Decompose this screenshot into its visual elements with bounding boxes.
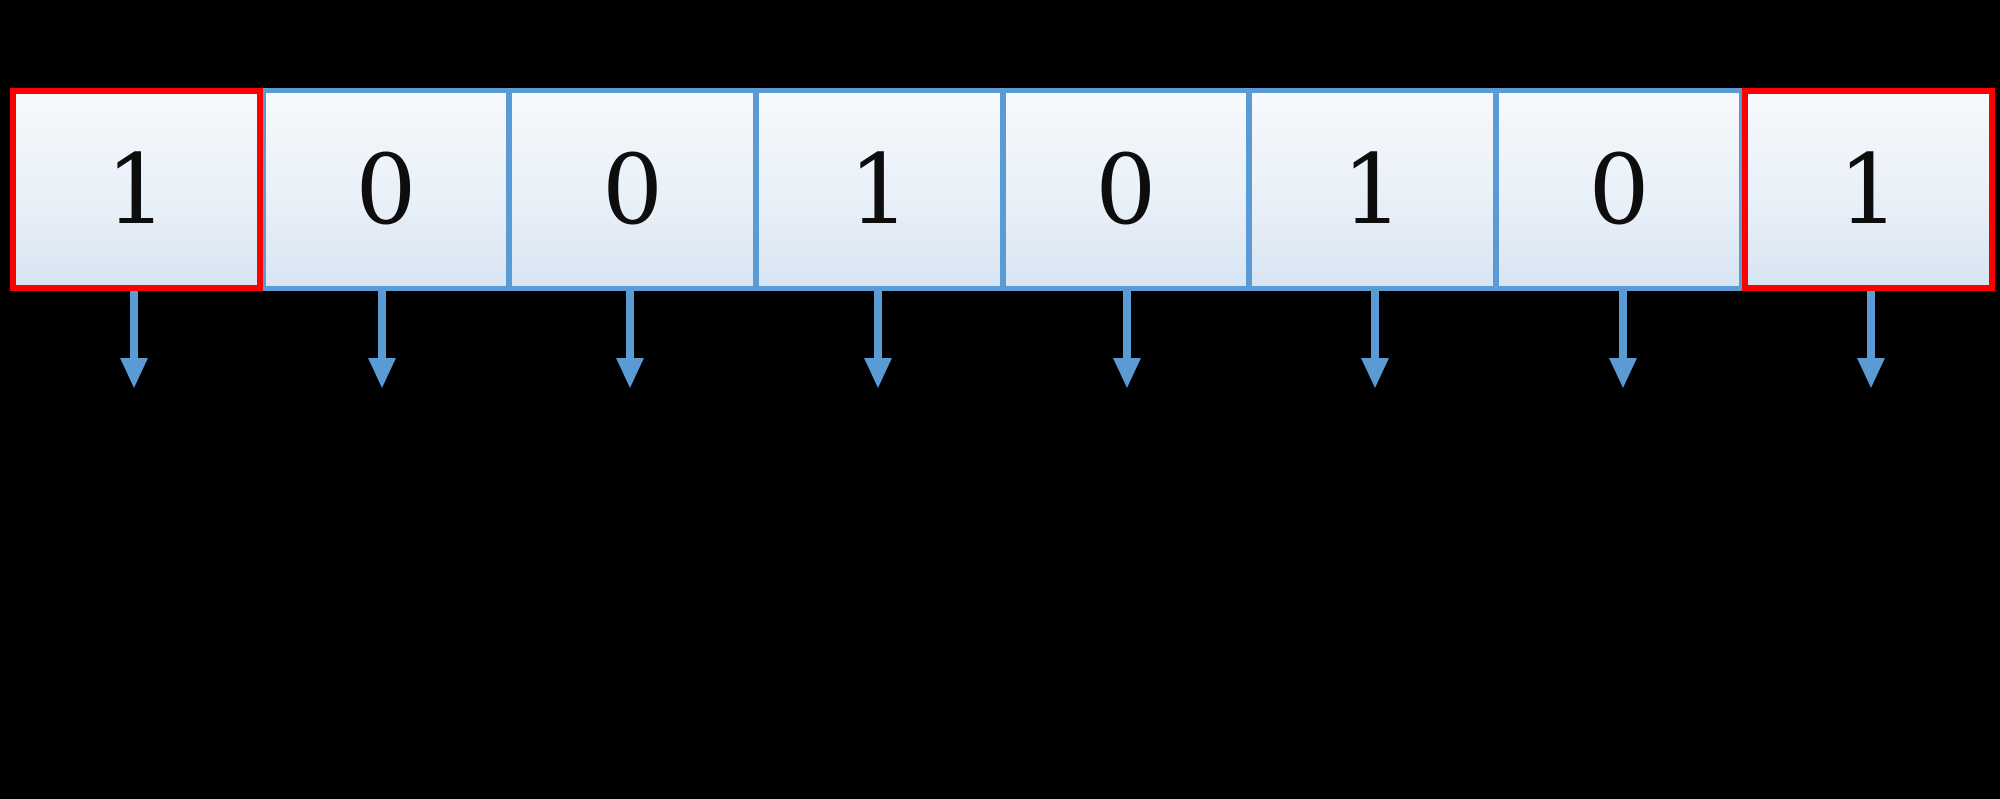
down-arrow-icon-6 <box>1608 288 1637 388</box>
arrow-slot-1 <box>258 288 506 398</box>
bit-value-7: 1 <box>1838 133 1900 246</box>
arrow-slot-4 <box>1003 288 1251 398</box>
down-arrow-icon-4 <box>1112 288 1141 388</box>
down-arrow-icon-0 <box>120 288 149 388</box>
bit-value-6: 0 <box>1588 133 1650 246</box>
arrow-slot-2 <box>506 288 754 398</box>
down-arrow-icon-5 <box>1360 288 1389 388</box>
down-arrow-icon-2 <box>616 288 645 388</box>
bit-value-2: 0 <box>602 133 664 246</box>
bit-cell-0[interactable]: 1 <box>10 88 263 291</box>
bit-row: 1 0 0 1 0 1 0 1 <box>10 88 1995 291</box>
down-arrow-icon-3 <box>864 288 893 388</box>
down-arrow-icon-1 <box>368 288 397 388</box>
bit-cell-4[interactable]: 0 <box>1002 88 1250 291</box>
arrow-slot-0 <box>10 288 258 398</box>
down-arrow-icon-7 <box>1856 288 1885 388</box>
bit-cell-3[interactable]: 1 <box>755 88 1003 291</box>
bit-value-0: 1 <box>105 133 167 246</box>
bit-cell-2[interactable]: 0 <box>509 88 756 291</box>
bit-value-3: 1 <box>848 133 910 246</box>
bit-cell-5[interactable]: 1 <box>1249 88 1496 291</box>
arrow-row <box>10 288 1995 398</box>
arrow-slot-7 <box>1747 288 1995 398</box>
arrow-slot-3 <box>754 288 1002 398</box>
bit-cell-1[interactable]: 0 <box>262 88 510 291</box>
arrow-slot-6 <box>1499 288 1747 398</box>
bit-cell-6[interactable]: 0 <box>1495 88 1743 291</box>
arrow-slot-5 <box>1251 288 1499 398</box>
bit-value-5: 1 <box>1341 133 1403 246</box>
bit-cell-7[interactable]: 1 <box>1742 88 1995 291</box>
bit-value-1: 0 <box>355 133 417 246</box>
bit-value-4: 0 <box>1095 133 1157 246</box>
